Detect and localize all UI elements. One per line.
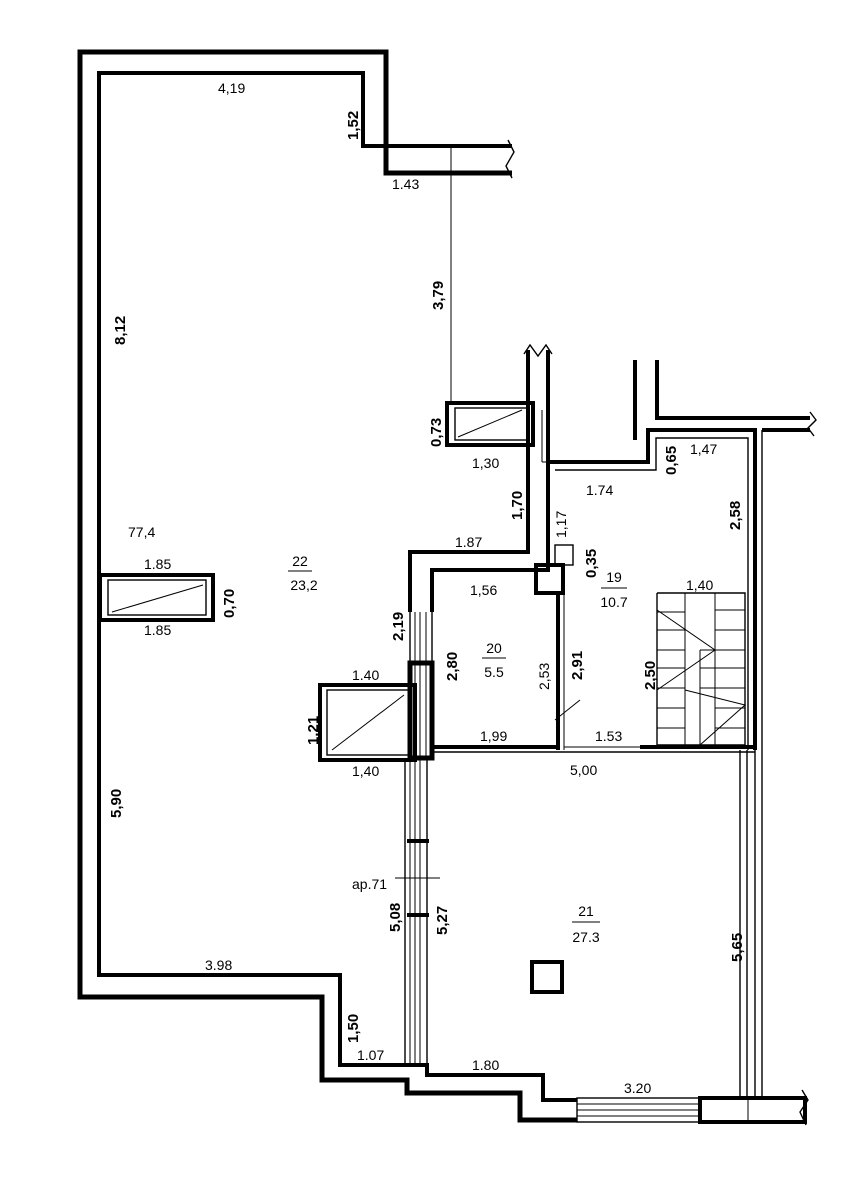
dim-2-58: 2,58 bbox=[727, 501, 744, 530]
dim-1-43: 1.43 bbox=[392, 176, 419, 192]
room-22-label: 22 23,2 bbox=[288, 553, 318, 593]
dim-5-90: 5,90 bbox=[108, 789, 125, 818]
dim-1-47: 1,47 bbox=[690, 441, 717, 457]
dim-3-20: 3.20 bbox=[624, 1080, 651, 1096]
room-19-label: 19 10.7 bbox=[600, 569, 627, 610]
dim-1-70: 1,70 bbox=[509, 491, 526, 520]
dim-2-53: 2,53 bbox=[536, 663, 552, 690]
dim-1-53: 1.53 bbox=[595, 728, 622, 744]
room-22-number: 22 bbox=[292, 553, 308, 569]
room-20-area: 5.5 bbox=[484, 664, 504, 680]
dim-4-19: 4,19 bbox=[218, 80, 245, 96]
dim-0-73: 0,73 bbox=[428, 418, 445, 447]
vent-upper bbox=[445, 401, 535, 447]
dim-2-19: 2,19 bbox=[390, 612, 407, 641]
dim-1-85-bottom: 1.85 bbox=[144, 622, 171, 638]
dim-1-17: 1,17 bbox=[553, 511, 569, 538]
dim-2-50: 2,50 bbox=[642, 661, 659, 690]
room-21-area: 27.3 bbox=[572, 929, 599, 945]
dim-1-21: 1,21 bbox=[305, 716, 322, 745]
dim-5-65: 5,65 bbox=[729, 933, 746, 962]
apartment-label: ар.71 bbox=[352, 876, 387, 892]
dim-3-98: 3.98 bbox=[205, 957, 232, 973]
vent-left bbox=[98, 573, 215, 622]
column-room-21 bbox=[530, 960, 564, 994]
total-area: 77,4 bbox=[128, 524, 155, 540]
dim-1-74: 1.74 bbox=[586, 482, 613, 498]
dim-8-12: 8,12 bbox=[112, 316, 129, 345]
bottom-window bbox=[576, 1089, 809, 1126]
room-20-number: 20 bbox=[486, 640, 502, 656]
dim-1-40-bottom: 1,40 bbox=[352, 763, 379, 779]
dim-1-80: 1.80 bbox=[472, 1057, 499, 1073]
room-22-area: 23,2 bbox=[290, 577, 317, 593]
room-21-number: 21 bbox=[578, 903, 594, 919]
dim-5-27: 5,27 bbox=[434, 906, 451, 935]
dim-0-35: 0,35 bbox=[583, 549, 600, 578]
dim-2-80: 2,80 bbox=[444, 652, 461, 681]
dim-0-70: 0,70 bbox=[221, 589, 238, 618]
dim-2-91: 2,91 bbox=[569, 651, 586, 680]
dim-3-79: 3,79 bbox=[430, 281, 447, 310]
room-20-label: 20 5.5 bbox=[482, 640, 506, 680]
vent-middle bbox=[318, 683, 417, 762]
room-21-window bbox=[395, 760, 440, 1065]
room-21-label: 21 27.3 bbox=[572, 903, 600, 945]
dim-1-99: 1,99 bbox=[480, 728, 507, 744]
dim-1-87: 1.87 bbox=[455, 534, 482, 550]
dim-1-40-top: 1.40 bbox=[352, 667, 379, 683]
right-wall bbox=[633, 360, 817, 1098]
staircase bbox=[656, 592, 747, 746]
dim-5-08: 5,08 bbox=[387, 903, 404, 932]
room-19-walls bbox=[408, 343, 757, 750]
dim-0-65: 0,65 bbox=[663, 446, 680, 475]
dim-1-56: 1,56 bbox=[470, 582, 497, 598]
dim-1-30: 1,30 bbox=[472, 455, 499, 471]
dim-1-85-top: 1.85 bbox=[144, 556, 171, 572]
room-19-area: 10.7 bbox=[600, 594, 627, 610]
dim-1-40-stair: 1,40 bbox=[686, 577, 713, 593]
dim-1-50: 1,50 bbox=[345, 1014, 362, 1043]
dim-1-52: 1,52 bbox=[345, 111, 362, 140]
dim-1-07: 1.07 bbox=[357, 1047, 384, 1063]
room-19-number: 19 bbox=[606, 569, 622, 585]
dim-5-00: 5,00 bbox=[570, 762, 597, 778]
exterior-wall bbox=[77, 49, 577, 1123]
